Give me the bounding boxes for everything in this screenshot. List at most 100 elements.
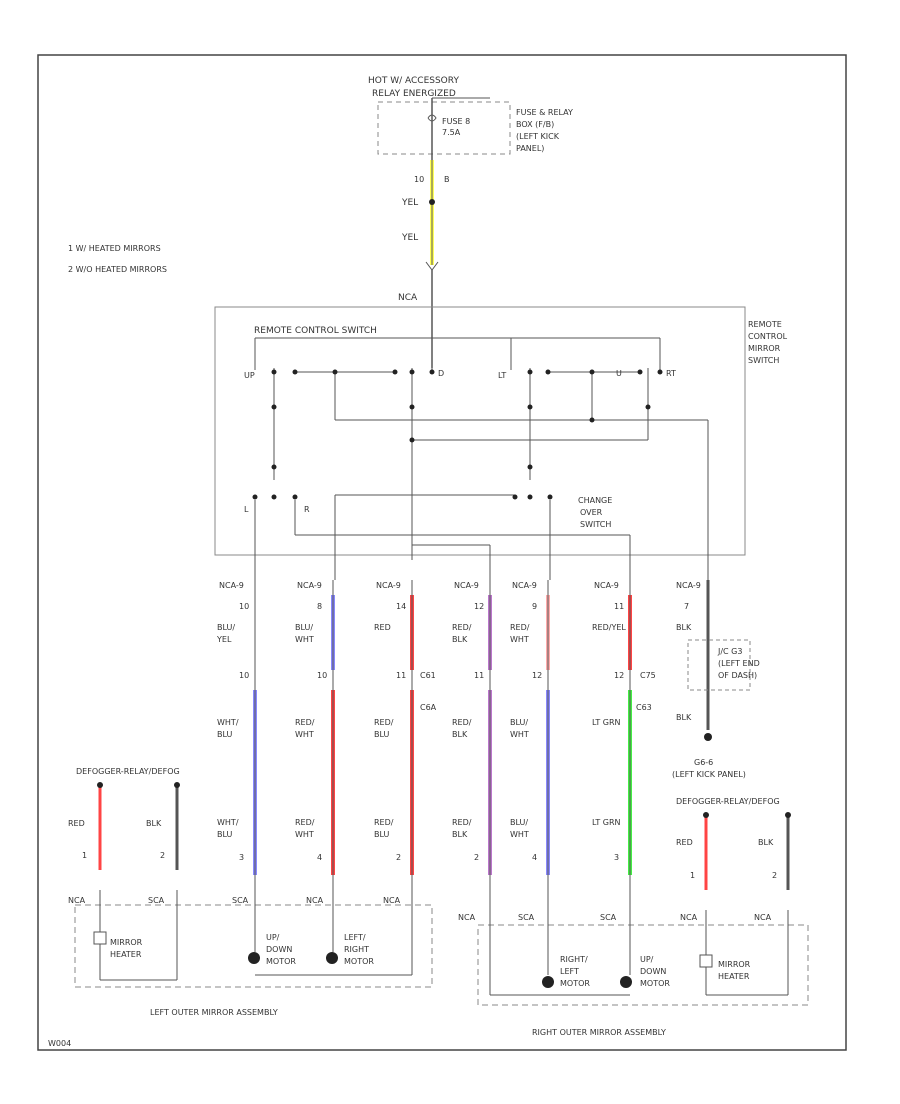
sw-label-u: U xyxy=(616,369,622,378)
junction-pin-label: 10 xyxy=(317,671,327,680)
motor-wire-label: BLU/ xyxy=(510,818,528,827)
junction-pin-label: 10 xyxy=(239,671,249,680)
connector-wire-label: RED xyxy=(374,623,391,632)
connector-wire-label: BLK xyxy=(452,635,468,644)
connector-pin-label: 8 xyxy=(317,602,322,611)
nca-tag: NCA xyxy=(306,896,324,905)
right-heater-p1: 1 xyxy=(690,871,695,880)
nca-top: NCA xyxy=(398,293,418,303)
jc-label-3: OF DASH) xyxy=(718,671,757,680)
left-heater-symbol xyxy=(93,931,107,945)
switch-side-4: SWITCH xyxy=(748,356,779,365)
relay-box-l4: PANEL) xyxy=(516,144,544,153)
junction-pin-label: 12 xyxy=(614,671,624,680)
lower-wire-label: RED/ xyxy=(374,718,394,727)
switch-title: REMOTE CONTROL SWITCH xyxy=(254,326,377,336)
lower-wire-label: WHT xyxy=(295,730,314,739)
hot-label-2: RELAY ENERGIZED xyxy=(372,89,456,99)
junction-c63: C63 xyxy=(636,703,652,712)
note-2: 2 W/O HEATED MIRRORS xyxy=(68,265,167,274)
left-assembly-label: LEFT OUTER MIRROR ASSEMBLY xyxy=(150,1008,278,1017)
jc-label-2: (LEFT END xyxy=(718,659,760,668)
right-heater-dot-2 xyxy=(785,812,791,818)
right-motor-1-l3: MOTOR xyxy=(560,979,590,988)
right-motor-2-l1: UP/ xyxy=(640,955,654,964)
lower-wire-label: WHT/ xyxy=(217,718,239,727)
harness-wires xyxy=(253,580,632,890)
connector-wire-label: RED/ xyxy=(510,623,530,632)
left-assembly-wiring xyxy=(99,890,413,981)
sw-label-lt: LT xyxy=(498,371,506,380)
ground-location: (LEFT KICK PANEL) xyxy=(672,770,746,779)
outer-frame xyxy=(37,54,847,1051)
changeover-1: CHANGE xyxy=(578,496,612,505)
connector-pin-label: 11 xyxy=(614,602,624,611)
left-motor-1-l1: UP/ xyxy=(266,933,280,942)
connector-nca-label: NCA-9 xyxy=(594,581,619,590)
nca-tag: NCA xyxy=(68,896,86,905)
right-heater-title: DEFOGGER-RELAY/DEFOG xyxy=(676,797,780,806)
left-motor-2-l1: LEFT/ xyxy=(344,933,366,942)
switch-side-1: REMOTE xyxy=(748,320,782,329)
left-heater-w1: RED xyxy=(68,819,85,828)
connector-nca-label: NCA-9 xyxy=(219,581,244,590)
fuse-name: FUSE 8 xyxy=(442,117,470,126)
motor-wire-label: BLK xyxy=(452,830,468,839)
left-motor-1-symbol xyxy=(248,952,260,964)
motor-pin-label: 4 xyxy=(532,853,537,862)
nca-tag: NCA xyxy=(458,913,476,922)
connector-wire-label: BLU/ xyxy=(295,623,313,632)
motor-wire-label: WHT/ xyxy=(217,818,239,827)
connector-wire-label: YEL xyxy=(216,635,232,644)
jc-label-1: J/C G3 xyxy=(717,647,742,656)
relay-box-l1: FUSE & RELAY xyxy=(516,108,573,117)
left-motor-2-symbol xyxy=(326,952,338,964)
lower-wire-label: BLU xyxy=(374,730,390,739)
nca-tag: SCA xyxy=(148,896,165,905)
lower-wire-label: BLK xyxy=(452,730,468,739)
connector-pin-label: 14 xyxy=(396,602,406,611)
junction-c61: C61 xyxy=(420,671,436,680)
lower-wire-label: BLU/ xyxy=(510,718,528,727)
junction-c75: C75 xyxy=(640,671,656,680)
lower-wire-label: WHT xyxy=(510,730,529,739)
right-heater-dot-1 xyxy=(703,812,709,818)
nca-tag: SCA xyxy=(600,913,617,922)
ground-name: G6-6 xyxy=(694,758,713,767)
right-assembly-wiring xyxy=(489,890,789,996)
switch-side-2: CONTROL xyxy=(748,332,788,341)
lower-wire-label: LT GRN xyxy=(592,718,621,727)
fuse-symbol xyxy=(427,114,437,122)
connector-pin-label: 9 xyxy=(532,602,537,611)
top-pin-a: 10 xyxy=(414,175,424,184)
lower-wire-label: RED/ xyxy=(295,718,315,727)
fuse-relay-box xyxy=(377,101,511,155)
motor-pin-label: 3 xyxy=(239,853,244,862)
left-motor-1-l2: DOWN xyxy=(266,945,292,954)
connector-wire-label: BLU/ xyxy=(217,623,235,632)
left-motor-1-l3: MOTOR xyxy=(266,957,296,966)
right-motor-2-l3: MOTOR xyxy=(640,979,670,988)
yel-label-1: YEL xyxy=(401,198,418,208)
sw-label-l: L xyxy=(244,505,249,514)
right-assembly-box xyxy=(477,924,809,1006)
ground-nca: NCA-9 xyxy=(676,581,701,590)
motor-wire-label: WHT xyxy=(510,830,529,839)
left-heater-label-1: MIRROR xyxy=(110,938,143,947)
right-heater-label-1: MIRROR xyxy=(718,960,751,969)
motor-wire-label: RED/ xyxy=(374,818,394,827)
ground-wire: BLK xyxy=(676,623,692,632)
connector-wire-label: WHT xyxy=(295,635,314,644)
ground-wire-2: BLK xyxy=(676,713,692,722)
junction-c6a: C6A xyxy=(420,703,437,712)
left-heater-title: DEFOGGER-RELAY/DEFOG xyxy=(76,767,180,776)
nca-tag: SCA xyxy=(518,913,535,922)
sw-label-rt: RT xyxy=(666,369,676,378)
left-heater-dot-1 xyxy=(97,782,103,788)
footer-id: W004 xyxy=(48,1039,71,1048)
right-motor-1-l2: LEFT xyxy=(560,967,579,976)
connector-nca-label: NCA-9 xyxy=(297,581,322,590)
switch-box xyxy=(214,306,746,556)
jc-g3-box xyxy=(687,639,751,691)
